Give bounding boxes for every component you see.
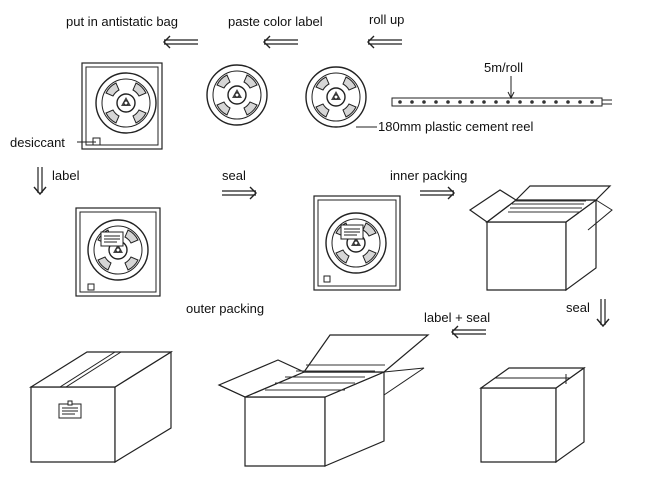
carton-box-icon [28,350,174,464]
outer-packing-label: outer packing [186,301,264,316]
carton-box-icon [468,185,613,292]
left-arrow-icon [451,325,487,339]
led-strip-icon [391,97,612,107]
right-arrow-icon [221,186,257,200]
paste-label-label: paste color label [228,14,323,29]
label-seal-label: label + seal [424,310,490,325]
carton-box-icon [217,334,430,467]
left-arrow-icon [163,35,199,49]
down-arrow-icon [596,298,610,327]
right-arrow-icon [419,186,455,200]
reel-label: 180mm plastic cement reel [378,119,533,134]
desiccant-label: desiccant [10,135,65,150]
put-in-bag-label: put in antistatic bag [66,14,178,29]
antistatic-bag-icon [81,62,163,150]
left-arrow-icon [367,35,403,49]
seal-label: seal [566,300,590,315]
reel-icon [206,64,268,126]
left-arrow-icon [263,35,299,49]
down-arrow-icon [33,166,47,195]
label-label: label [52,168,80,183]
inner-packing-label: inner packing [390,168,467,183]
seal-label: seal [222,168,246,183]
antistatic-bag-icon [313,195,401,291]
five-m-roll-label: 5m/roll [484,60,523,75]
roll-up-label: roll up [369,12,404,27]
reel-icon [305,66,367,128]
carton-box-icon [479,366,586,464]
antistatic-bag-icon [75,207,161,297]
